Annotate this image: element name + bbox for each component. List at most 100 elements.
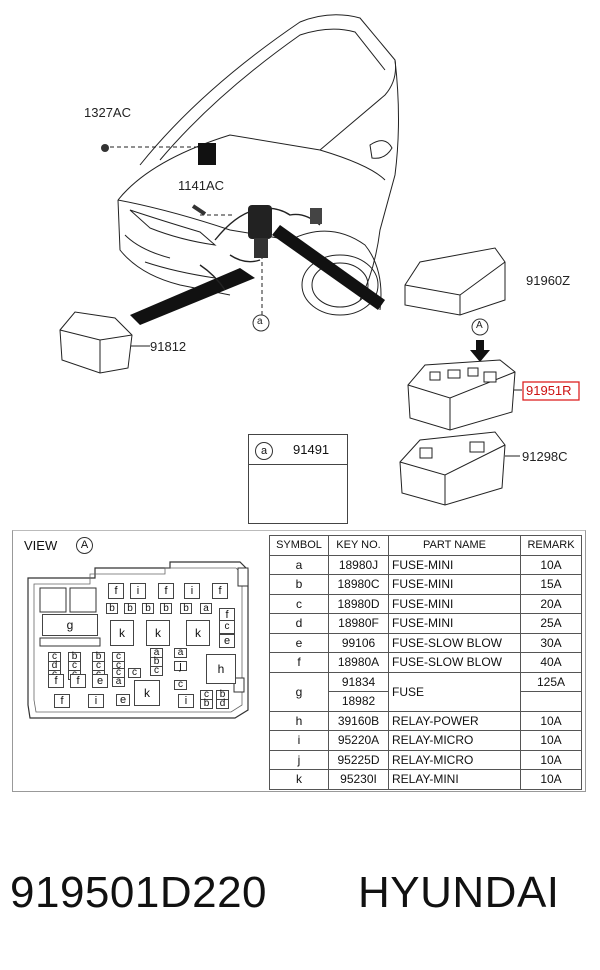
car-headlight-left	[129, 209, 217, 246]
cell-symbol: k	[269, 769, 329, 790]
cell-remark: 30A	[520, 632, 582, 653]
fuse-slot-k: k	[110, 620, 134, 646]
view-a-arrow	[470, 340, 490, 362]
cell-name: FUSE-MINI	[388, 554, 521, 575]
cell-name: FUSE-MINI	[388, 613, 521, 634]
fuse-slot-a: a	[200, 603, 212, 614]
fuse-slot-b: b	[142, 603, 154, 614]
nut-1327ac	[101, 144, 109, 152]
fuse-slot-e: e	[219, 634, 235, 648]
car-wheel	[301, 254, 379, 316]
cell-symbol: h	[269, 710, 329, 731]
detail-circle-a	[252, 314, 270, 332]
fuse-slot-d: d	[216, 699, 229, 709]
cell-remark: 10A	[520, 710, 582, 731]
junction-box-cover	[404, 247, 506, 316]
fuse-slot-f: f	[212, 583, 228, 599]
callout-91951r[interactable]: 91951R	[526, 383, 572, 398]
cell-name: RELAY-MINI	[388, 769, 521, 790]
cell-symbol: i	[269, 730, 329, 751]
cell-name: FUSE-MINI	[388, 593, 521, 614]
fuse-slot-e: e	[92, 674, 108, 688]
cell-symbol: b	[269, 574, 329, 595]
cell-name: RELAY-POWER	[388, 710, 521, 731]
cell-key: 18980C	[328, 574, 389, 595]
fuse-slot-b: b	[200, 699, 213, 709]
detail-a-letter: a	[257, 316, 263, 327]
cell-remark: 10A	[520, 730, 582, 751]
fuse-slot-k: k	[146, 620, 170, 646]
cell-key: 18980J	[328, 554, 389, 575]
view-title: VIEW	[24, 538, 58, 553]
cell-symbol: c	[269, 593, 329, 614]
fuse-slot-b: b	[180, 603, 192, 614]
fuse-slot-k: k	[186, 620, 210, 646]
car-a-pillar	[359, 59, 399, 301]
fuse-slot-a: a	[174, 648, 187, 658]
col-part-name: PART NAME	[388, 535, 521, 556]
cell-name: FUSE-SLOW BLOW	[388, 652, 521, 673]
cell-key: 18980D	[328, 593, 389, 614]
callout-91812: 91812	[150, 339, 187, 354]
cell-remark-empty	[520, 691, 582, 712]
cell-key: 18982	[328, 691, 389, 712]
inset-circle: a	[255, 442, 273, 460]
cell-symbol: a	[269, 554, 329, 575]
table-row: 18982	[270, 691, 582, 712]
fuse-slot-c: c	[128, 668, 141, 678]
cell-name: FUSE-MINI	[388, 574, 521, 595]
table-header-row: SYMBOL KEY NO. PART NAME REMARK	[269, 535, 582, 556]
battery-cover	[59, 311, 133, 374]
fuse-slot-i: i	[178, 694, 194, 708]
fuse-slot-b: b	[106, 603, 118, 614]
harness-junction	[248, 205, 272, 239]
cell-key: 95220A	[328, 730, 389, 751]
cell-remark: 125A	[520, 671, 582, 692]
cell-name: FUSE	[388, 671, 521, 712]
view-a-circle	[471, 318, 489, 336]
car-hood-outline	[117, 134, 386, 201]
cell-key: 95230I	[328, 769, 389, 790]
view-a-letter: A	[476, 320, 483, 331]
highlight-box	[522, 381, 580, 401]
car-wheel-arch	[289, 230, 382, 311]
callout-1141ac: 1141AC	[178, 178, 225, 193]
cell-remark: 40A	[520, 652, 582, 673]
fuse-slot-k: k	[134, 680, 160, 706]
fuse-slot-b: b	[160, 603, 172, 614]
fuse-slot-f: f	[70, 674, 86, 688]
cell-name: RELAY-MICRO	[388, 749, 521, 770]
fuse-slot-a: a	[112, 677, 125, 687]
fuse-slot-c: c	[150, 666, 163, 676]
fuse-slot-c: c	[174, 680, 187, 690]
harness-band-right	[272, 225, 385, 310]
fuse-slot-f: f	[48, 674, 64, 688]
cell-symbol: f	[269, 652, 329, 673]
col-remark: REMARK	[520, 535, 582, 556]
callout-91298c: 91298C	[522, 449, 568, 464]
footer-brand: HYUNDAI	[358, 868, 560, 917]
fuse-slot-i: i	[88, 694, 104, 708]
fuse-slot-e: e	[116, 694, 130, 706]
cell-key: 18980A	[328, 652, 389, 673]
inset-part-number: 91491	[293, 442, 330, 457]
car-mirror	[369, 140, 393, 159]
col-symbol: SYMBOL	[269, 535, 329, 556]
inset-91491: a 91491	[248, 434, 348, 524]
footer-part-number: 919501D220	[10, 868, 268, 917]
cell-key: 99106	[328, 632, 389, 653]
fuse-box-assembly	[407, 359, 516, 431]
cell-remark: 20A	[520, 593, 582, 614]
fuse-slot-i: i	[184, 583, 200, 599]
cell-remark: 10A	[520, 749, 582, 770]
cell-remark: 10A	[520, 554, 582, 575]
cell-key: 91834	[328, 671, 389, 692]
callout-91960z: 91960Z	[526, 273, 571, 288]
